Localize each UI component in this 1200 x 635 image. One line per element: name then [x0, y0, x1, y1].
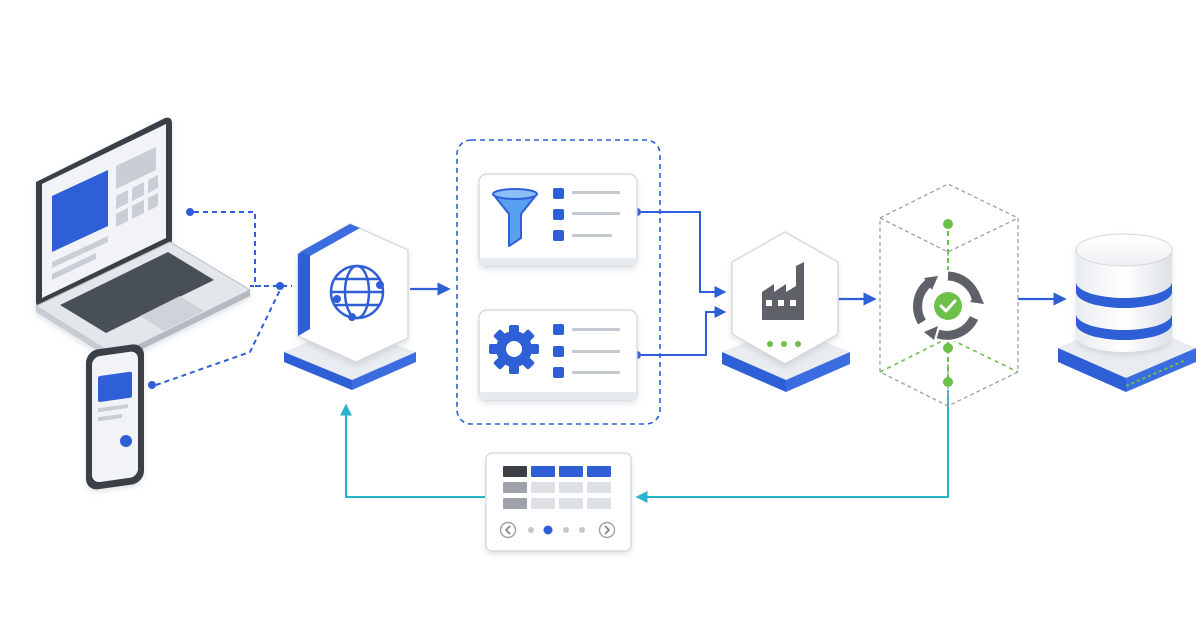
check-cycle-icon [912, 270, 984, 342]
globe-dot [348, 313, 356, 321]
globe-icon [329, 264, 385, 320]
validation-green-diag [879, 337, 1019, 373]
page-dot[interactable] [579, 527, 585, 533]
laptop-icon [34, 117, 252, 362]
table-icon [503, 466, 611, 509]
next-page-button[interactable] [598, 521, 616, 539]
phone-node[interactable] [86, 343, 144, 491]
junction-dot [276, 282, 284, 290]
database-accent-line [1125, 359, 1187, 387]
page-dot-active[interactable] [543, 525, 553, 535]
validation-port-dot [943, 377, 953, 387]
edge-phone-to-gateway [155, 289, 281, 386]
factory-icon [762, 262, 804, 320]
database-icon [1075, 233, 1173, 352]
list-line [572, 191, 620, 194]
edge-filter-to-factory [641, 211, 727, 298]
prev-page-button[interactable] [499, 521, 517, 539]
page-dot[interactable] [528, 527, 534, 533]
chevron-left-icon [504, 525, 511, 535]
validation-port-dot [943, 219, 953, 229]
filter-step-card[interactable] [478, 173, 638, 267]
page-dot[interactable] [563, 527, 569, 533]
gear-icon [489, 325, 539, 374]
results-table-panel[interactable] [485, 452, 632, 552]
funnel-icon [492, 188, 538, 247]
chevron-right-icon [604, 525, 611, 535]
list-bullet [553, 346, 564, 357]
phone-port-dot [148, 381, 156, 389]
list-bullet [553, 324, 564, 335]
status-dot [767, 341, 773, 347]
api-gateway-node[interactable] [284, 223, 416, 390]
edge-laptop-to-gateway [194, 211, 292, 287]
validation-node[interactable] [879, 183, 1019, 407]
list-line [572, 212, 620, 215]
list-line [572, 328, 620, 331]
edge-table-to-gateway [340, 403, 485, 498]
validation-port-dot [943, 343, 953, 353]
laptop-node[interactable] [34, 117, 252, 362]
pagination [499, 521, 616, 539]
processing-steps-group [456, 139, 661, 425]
database-node[interactable] [1058, 233, 1196, 392]
list-line [572, 371, 620, 374]
status-dot [781, 341, 787, 347]
config-step-card[interactable] [478, 309, 638, 401]
globe-dot [376, 281, 384, 289]
list-bullet [553, 230, 564, 241]
list-bullet [553, 188, 564, 199]
edge-validation-to-table [635, 390, 949, 503]
status-dot [795, 341, 801, 347]
list-line [572, 350, 620, 353]
smartphone-icon [86, 344, 144, 490]
edge-config-to-factory [641, 306, 727, 356]
laptop-port-dot [186, 208, 194, 216]
list-line [572, 234, 612, 237]
globe-dot [333, 295, 341, 303]
list-bullet [553, 367, 564, 378]
processing-factory-node[interactable] [722, 231, 850, 392]
list-bullet [553, 209, 564, 220]
